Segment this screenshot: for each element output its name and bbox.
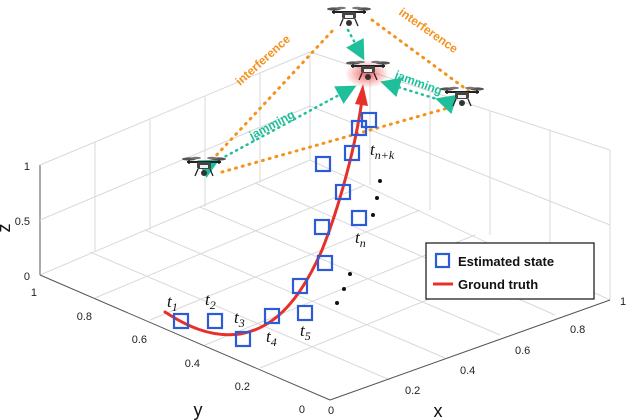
estimate-marker: [316, 254, 334, 272]
x-tick-06: 0.6: [515, 345, 530, 357]
estimate-marker: [314, 155, 332, 173]
interference-links: [210, 18, 472, 174]
legend: Estimated state Ground truth: [425, 242, 595, 300]
estimate-marker: [360, 111, 378, 129]
drone-icon-top: [327, 5, 371, 27]
ground-truth-arrowhead: [355, 84, 368, 106]
x-tick-08: 0.8: [570, 324, 585, 336]
interference-label-left: interference: [233, 32, 294, 89]
z-axis-label: z: [0, 224, 14, 233]
z-tick-0: 0: [24, 271, 30, 283]
estimate-marker: [296, 304, 314, 322]
x-tick-1: 1: [620, 296, 626, 308]
jamming-link-left: [197, 85, 357, 178]
y-tick-08: 0.8: [77, 311, 92, 323]
estimate-marker: [334, 183, 352, 201]
z-tick-1: 1: [24, 161, 30, 173]
legend-box: [425, 242, 595, 300]
estimate-marker: [343, 144, 361, 162]
z-tick-05: 0.5: [15, 216, 30, 228]
axes-box: [39, 51, 611, 401]
ellipsis-dots: [335, 179, 382, 305]
legend-estimated-label: Estimated state: [458, 254, 554, 269]
interference-label-right: interference: [396, 5, 461, 56]
y-tick-04: 0.4: [185, 358, 200, 370]
time-label-t5: t5: [300, 321, 311, 343]
jamming-links: [197, 28, 458, 178]
estimated-states: [172, 111, 378, 348]
time-label-t1: t1: [167, 292, 178, 314]
x-tick-0: 0: [328, 405, 334, 417]
estimate-marker: [313, 218, 331, 236]
interference-link-right: [370, 18, 472, 94]
y-axis-ticks: 1 0.8 0.6 0.4 0.2 0: [31, 287, 305, 416]
time-label-tnk: tn+k: [370, 140, 395, 162]
z-axis-ticks: 1 0.5 0: [15, 161, 30, 283]
time-label-t2: t2: [205, 290, 216, 312]
estimate-marker: [206, 312, 224, 330]
y-tick-0: 0: [299, 404, 305, 416]
x-axis-label: x: [434, 401, 443, 420]
legend-truth-label: Ground truth: [458, 277, 538, 292]
drone-icon-left: [182, 155, 226, 177]
estimate-marker: [234, 330, 252, 348]
jamming-label-left: jamming: [246, 107, 297, 143]
x-tick-02: 0.2: [405, 385, 420, 397]
legend-estimate-marker: [434, 252, 451, 269]
y-tick-1: 1: [31, 287, 37, 299]
estimate-marker: [263, 307, 281, 325]
jamming-link-right: [380, 77, 458, 114]
y-axis-label: y: [194, 400, 203, 420]
jamming-link-top: [346, 28, 365, 61]
x-tick-04: 0.4: [460, 365, 475, 377]
ground-truth-curve: [163, 98, 364, 337]
time-label-tn: tn: [355, 228, 366, 250]
x-axis-ticks: 0 0.2 0.4 0.6 0.8 1: [328, 296, 626, 417]
y-tick-06: 0.6: [132, 334, 147, 346]
y-tick-02: 0.2: [235, 381, 250, 393]
estimate-marker: [350, 209, 368, 227]
estimate-marker: [172, 312, 190, 330]
time-label-t3: t3: [234, 308, 245, 330]
interference-link-bottom: [220, 106, 450, 174]
estimate-marker: [291, 277, 309, 295]
time-label-t4: t4: [266, 327, 277, 349]
